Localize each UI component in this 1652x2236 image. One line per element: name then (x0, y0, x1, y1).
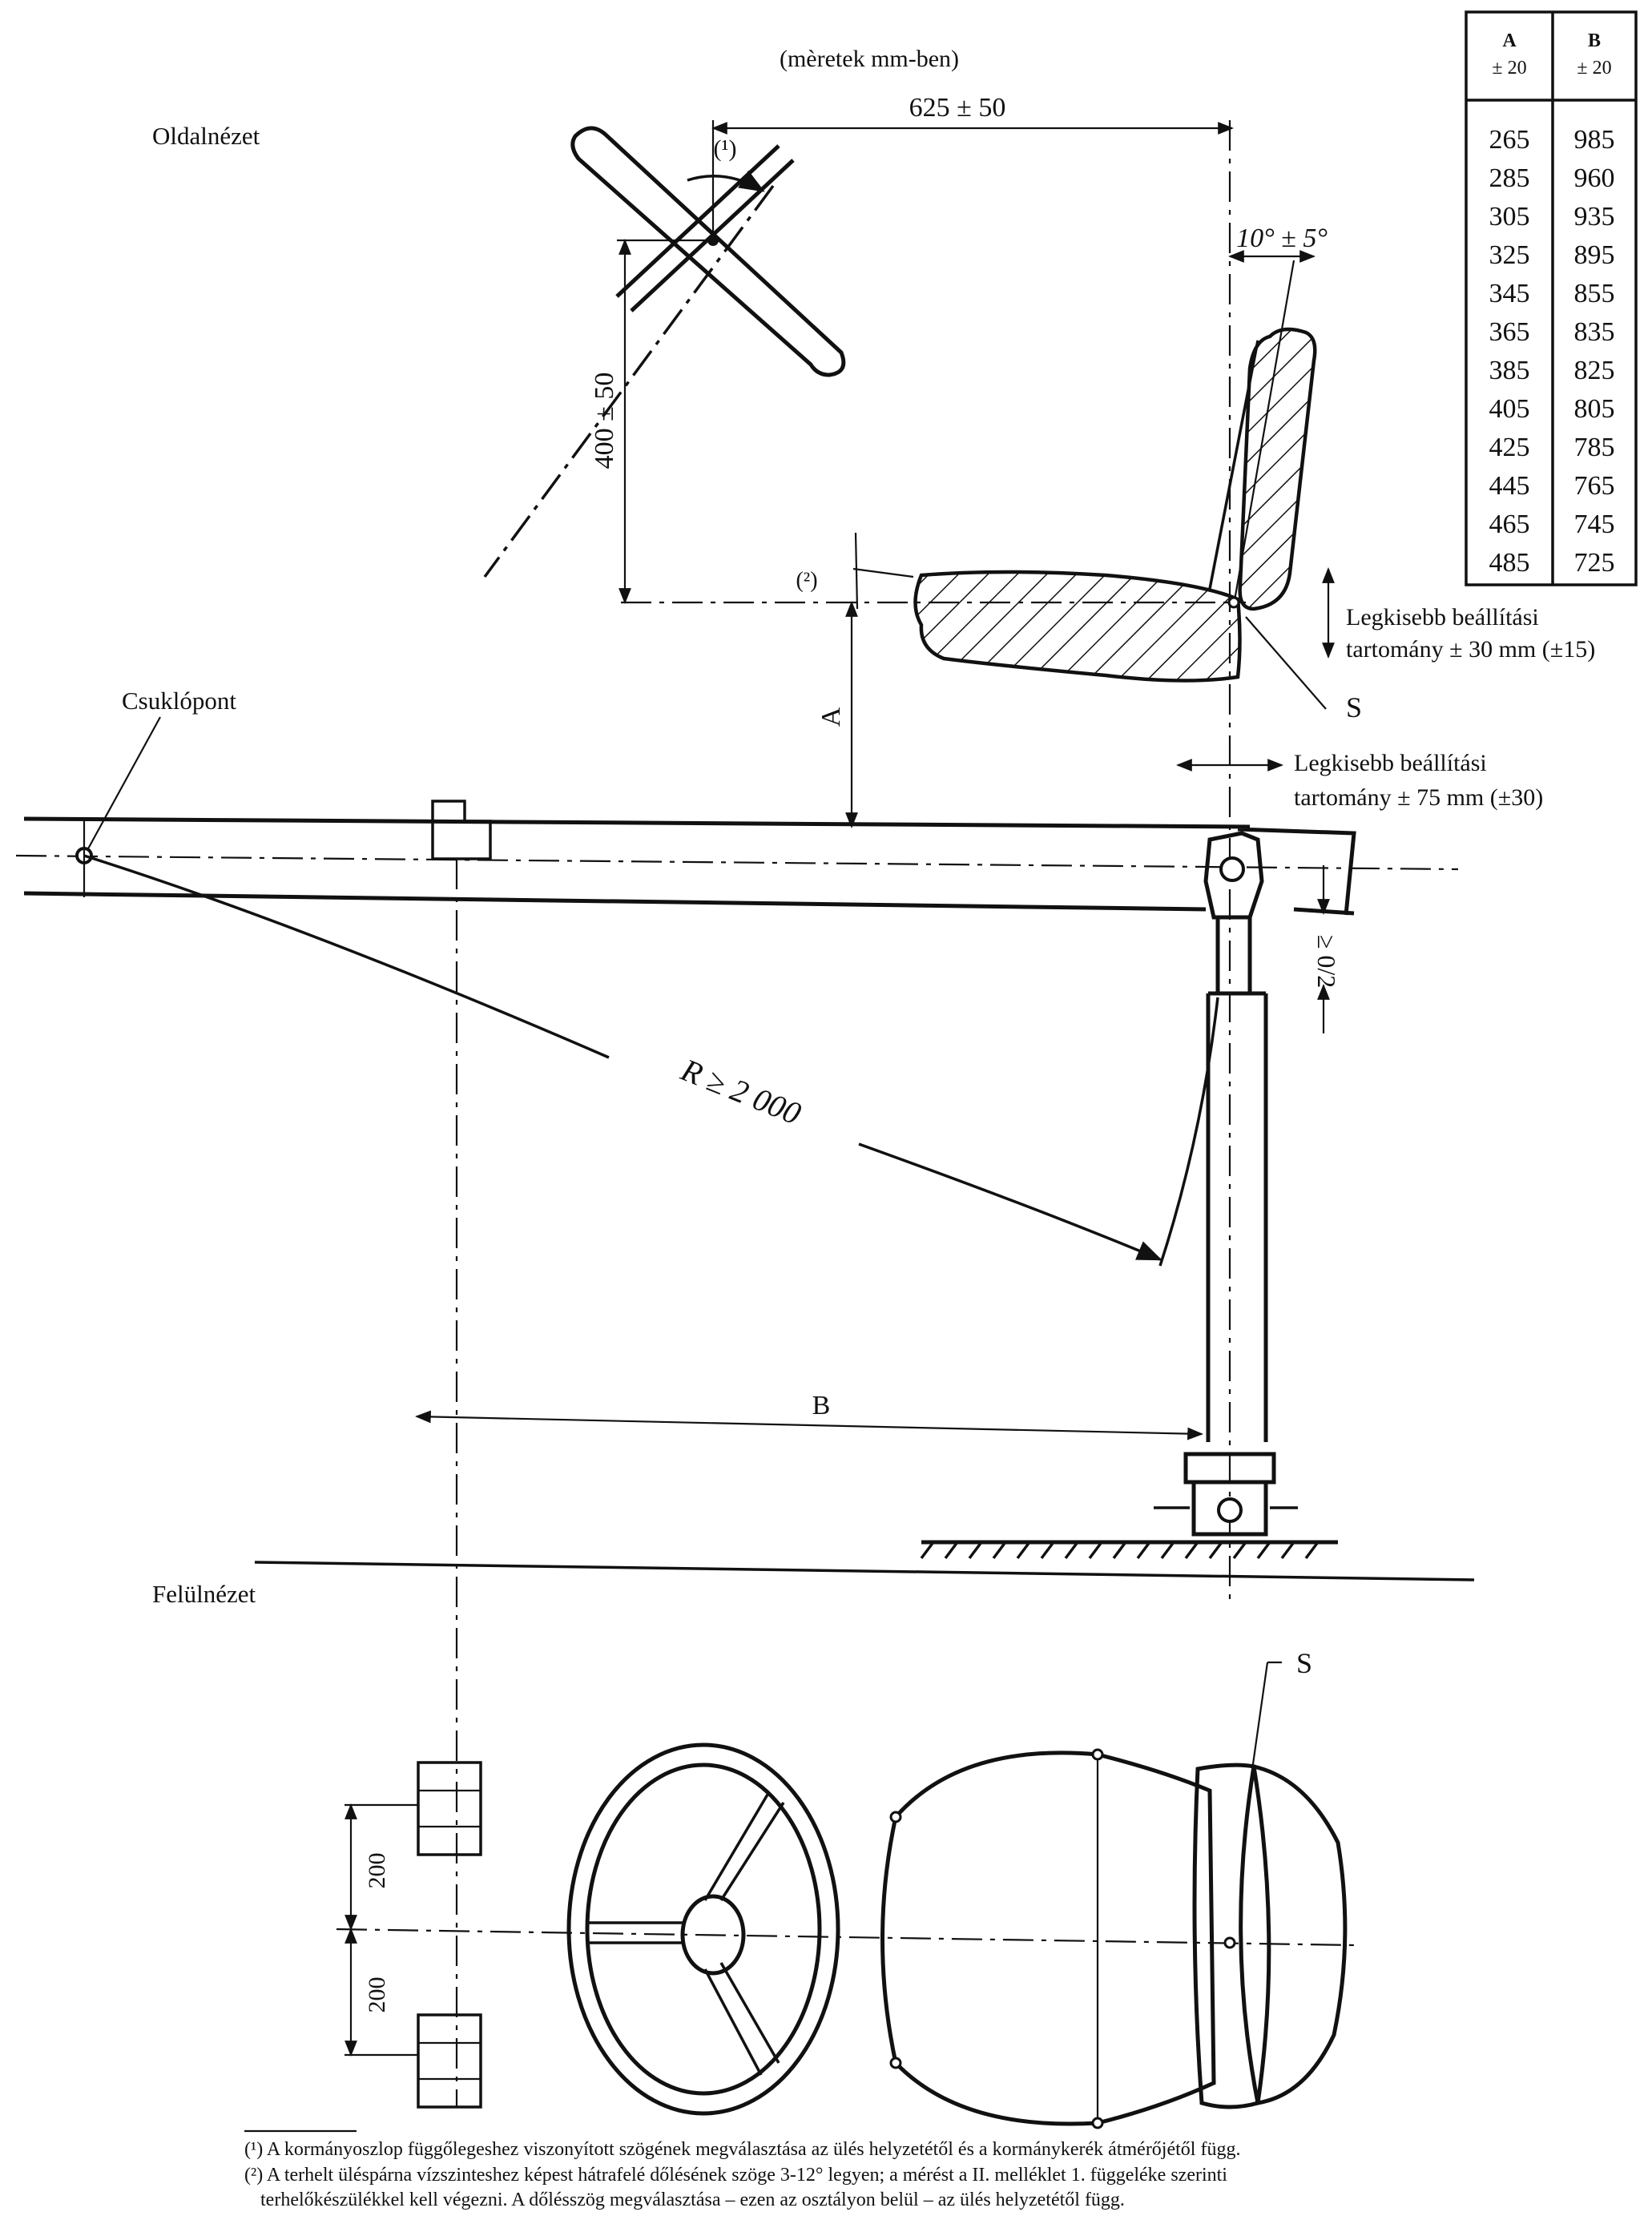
footnote-2-cont: terhelőkészülékkel kell végezni. A dőlés… (260, 2190, 1125, 2210)
table-header-b: B (1588, 30, 1601, 51)
table-header-b-tol: ± 20 (1577, 58, 1611, 79)
table-cell-a: 305 (1489, 202, 1530, 232)
vertical-adjust-line1: Legkisebb beállítási (1346, 604, 1539, 631)
table-cell-a: 485 (1489, 548, 1530, 578)
table-cell-a: 445 (1489, 471, 1530, 501)
horizontal-adjust-line2: tartomány ± 75 mm (±30) (1294, 784, 1543, 811)
table-cell-a: 265 (1489, 125, 1530, 155)
table-cell-b: 785 (1574, 433, 1615, 462)
view-separator (254, 1561, 1475, 1581)
pedal-upper (417, 1761, 482, 1856)
table-cell-b: 805 (1574, 394, 1615, 424)
seat-cushion (913, 570, 1242, 683)
pedal-lower (417, 2013, 482, 2109)
top-view-label: Felülnézet (152, 1580, 256, 1608)
table-cell-b: 765 (1574, 471, 1615, 501)
units-note: (mèretek mm-ben) (780, 46, 959, 72)
table-cell-b: 825 (1574, 356, 1615, 385)
seat-top-view (880, 1748, 1348, 2129)
dim-b-label: B (812, 1391, 831, 1420)
dim-b-line (415, 1410, 1203, 1440)
steering-wheel-top (566, 1742, 840, 2116)
table-cell-a: 385 (1489, 356, 1530, 385)
swing-arc (1158, 997, 1219, 1267)
ground-line (920, 1540, 1338, 1560)
dim-625-label: 625 ± 50 (909, 93, 1006, 123)
table-cell-b: 855 (1574, 279, 1615, 308)
seat-backrest (1238, 327, 1317, 611)
table-cell-b: 895 (1574, 240, 1615, 270)
table-cell-b: 835 (1574, 317, 1615, 347)
pivot-label: Csuklópont (122, 687, 236, 715)
table-cell-a: 285 (1489, 163, 1530, 193)
table-cell-a: 325 (1489, 240, 1530, 270)
horizontal-adjust-line1: Legkisebb beállítási (1294, 750, 1487, 776)
table-cell-b: 745 (1574, 510, 1615, 539)
table-cell-a: 425 (1489, 433, 1530, 462)
backrest-angle-label: 10° ± 5° (1236, 224, 1328, 253)
dimension-table: A ± 20 B ± 20 265 985 285 960 305 935 325 895 34… (1465, 10, 1638, 586)
vertical-adjust-line2: tartomány ± 30 mm (±15) (1346, 636, 1595, 663)
top-centerline (336, 1928, 1355, 1947)
upper-joint (1203, 831, 1264, 920)
table-cell-a: 345 (1489, 279, 1530, 308)
dim-200-upper-label: 200 (364, 1853, 390, 1889)
dim-400-label: 400 ± 50 (590, 373, 619, 469)
table-cell-b: 960 (1574, 163, 1615, 193)
radius-line-lower (858, 1142, 1162, 1261)
seat-point-top-label: S (1296, 1647, 1312, 1679)
dim-a-label: A (816, 707, 846, 727)
seat-point-label: S (1346, 691, 1362, 723)
dim-200-lower-label: 200 (364, 1977, 390, 2013)
note2-marker: (²) (796, 568, 817, 593)
table-rows: 265 985 285 960 305 935 325 895 345 855 365 835 385 8… (1489, 125, 1615, 578)
radius-label: R ≥ 2 000 (675, 1051, 806, 1132)
support-beam (15, 800, 1459, 916)
table-cell-a: 365 (1489, 317, 1530, 347)
footnote-1: (¹) A kormányoszlop függőlegeshez viszon… (244, 2139, 1241, 2160)
steering-wheel-side (570, 126, 846, 377)
table-header-a: A (1502, 30, 1517, 51)
table-cell-a: 465 (1489, 510, 1530, 539)
table-cell-a: 405 (1489, 394, 1530, 424)
table-header-a-tol: ± 20 (1492, 58, 1526, 79)
seat-post (1154, 917, 1298, 1537)
seat-reference-point (1227, 596, 1240, 609)
travel-label: ≥ 0/2 (1312, 935, 1341, 988)
table-cell-b: 935 (1574, 202, 1615, 232)
table-cell-b: 725 (1574, 548, 1615, 578)
footnote-2: (²) A terhelt üléspárna vízszinteshez ké… (244, 2165, 1227, 2186)
steering-axis-line (483, 184, 775, 578)
side-view-label: Oldalnézet (152, 122, 260, 150)
radius-line-upper (83, 854, 610, 1059)
column-angle-arc (687, 170, 765, 192)
table-cell-b: 985 (1574, 125, 1615, 155)
note1-marker: (¹) (714, 135, 737, 162)
